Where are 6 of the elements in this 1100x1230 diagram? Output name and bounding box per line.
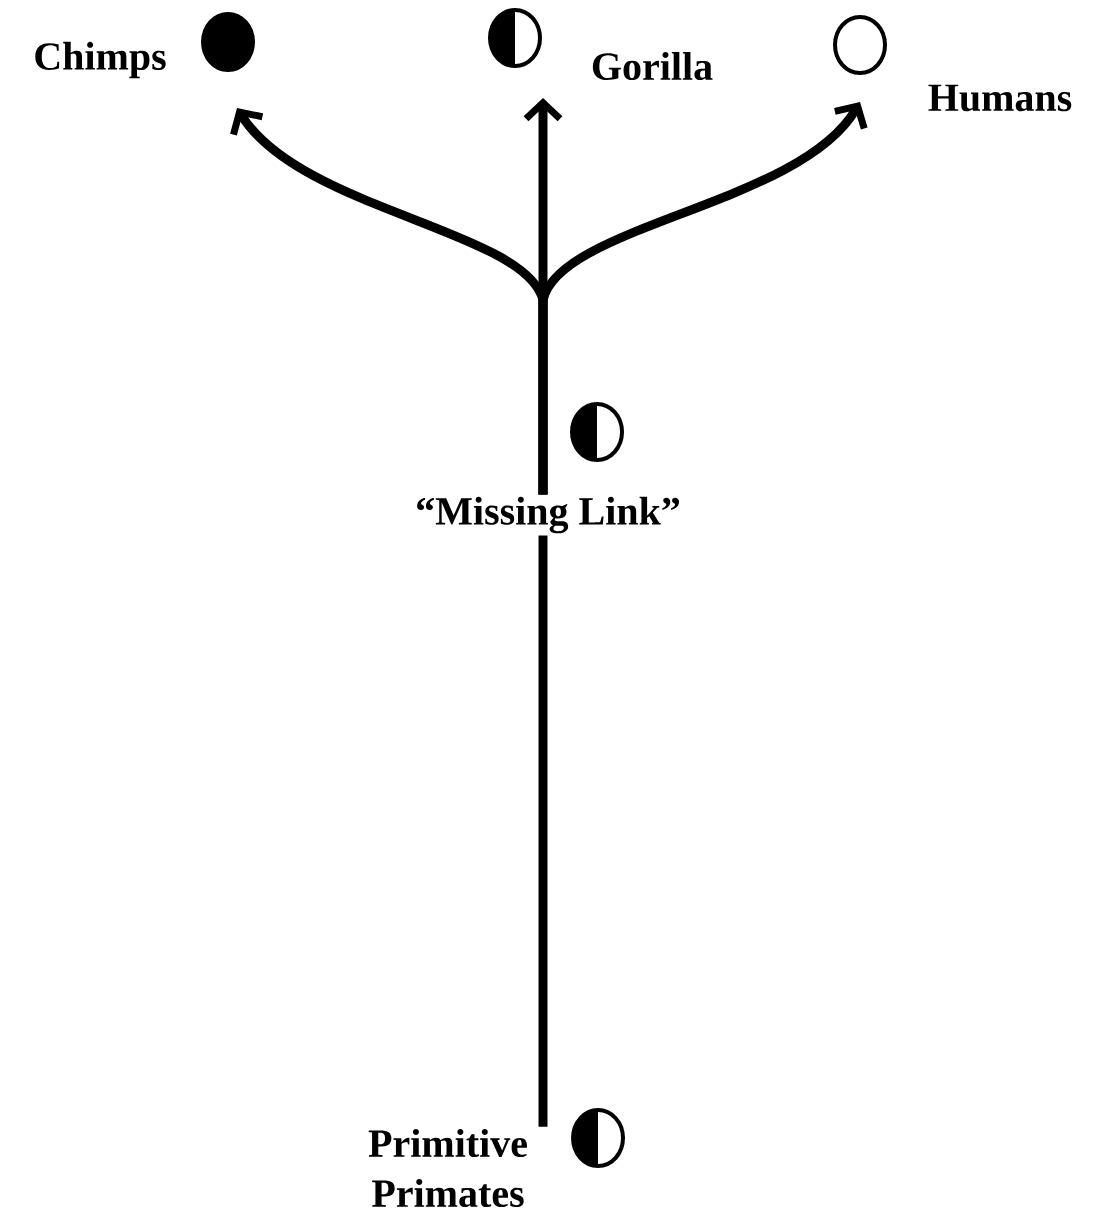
node-label: Chimps: [35, 41, 166, 79]
node-label: Humans: [928, 84, 1072, 112]
node-label: Gorilla: [592, 51, 713, 81]
node-label: Primitive Primates: [368, 1128, 527, 1208]
arrow: [538, 102, 868, 495]
node-label: “Missing Link”: [417, 496, 679, 534]
